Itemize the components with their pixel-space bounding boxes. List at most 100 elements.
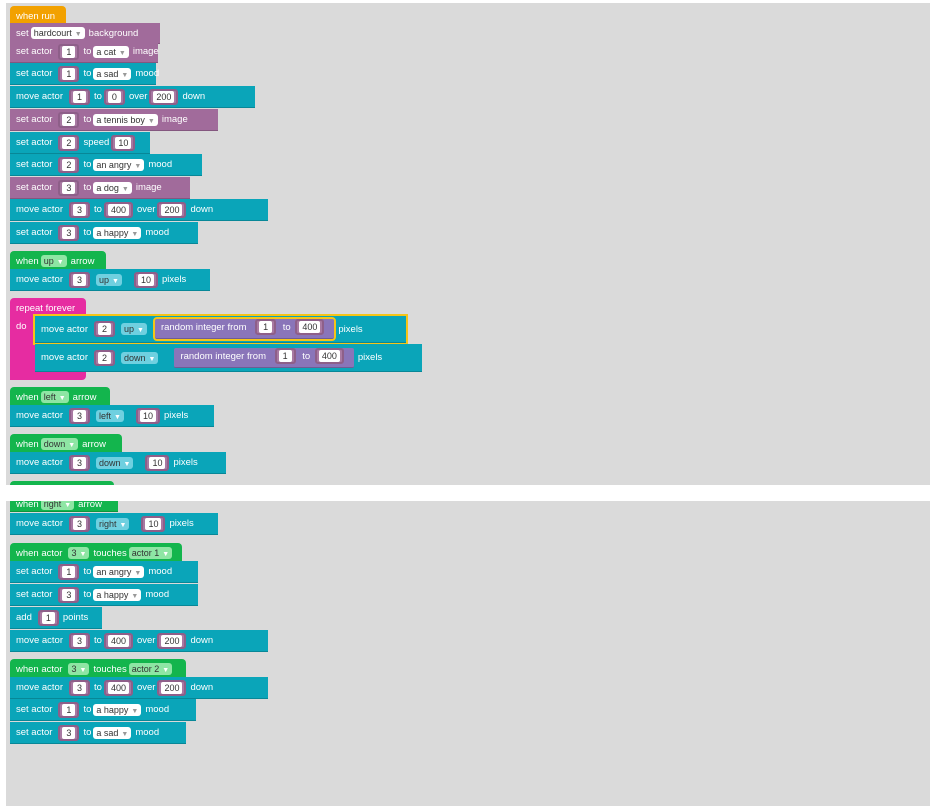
actor-number-input[interactable]: 2: [58, 156, 80, 173]
blocks-workspace-bottom[interactable]: when right▼ arrow move actor 3 right▼ 10…: [6, 501, 930, 806]
min-input[interactable]: 1: [274, 347, 296, 364]
actor-number-input[interactable]: 3: [69, 201, 90, 218]
set-actor-mood-block[interactable]: set actor 2 to an angry▼ mood: [10, 154, 202, 176]
set-actor-mood-block[interactable]: set actor 1 to a happy▼ mood: [10, 699, 196, 721]
set-background-block[interactable]: set hardcourt▼ background: [10, 23, 160, 44]
actor-number-input[interactable]: 3: [58, 179, 80, 196]
image-dropdown[interactable]: a cat▼: [93, 45, 129, 58]
actor-number-input[interactable]: 2: [94, 349, 115, 366]
move-actor-over-block[interactable]: move actor 3 to 400 over 200 down: [10, 677, 268, 699]
arrow-key-dropdown[interactable]: left▼: [40, 391, 69, 403]
actor-number-input[interactable]: 2: [58, 111, 80, 128]
when-arrow-event-block[interactable]: when right▼ arrow: [10, 501, 118, 512]
image-dropdown[interactable]: a dog▼: [93, 181, 132, 194]
pixels-input[interactable]: 10: [135, 407, 160, 424]
mood-dropdown[interactable]: a sad▼: [93, 67, 132, 80]
set-actor-mood-block[interactable]: set actor 3 to a happy▼ mood: [10, 222, 198, 244]
image-dropdown[interactable]: a tennis boy▼: [93, 113, 158, 126]
pixels-input[interactable]: 10: [145, 454, 170, 471]
mood-dropdown[interactable]: a sad▼: [93, 726, 132, 739]
actor-number-input[interactable]: 1: [58, 43, 80, 60]
set-actor-mood-block[interactable]: set actor 3 to a happy▼ mood: [10, 584, 198, 606]
actor-number-input[interactable]: 3: [58, 586, 80, 603]
pixels-input[interactable]: 10: [141, 515, 166, 532]
move-actor-pixels-block[interactable]: move actor 3 down▼ 10 pixels: [10, 452, 226, 474]
set-actor-mood-block[interactable]: set actor 3 to a sad▼ mood: [10, 722, 186, 744]
when-actor-touches-event-block[interactable]: when actor 3▼ touches actor 1▼: [10, 543, 182, 564]
arrow-key-dropdown[interactable]: right▼: [40, 501, 75, 510]
direction-dropdown[interactable]: down▼: [96, 456, 134, 469]
random-integer-block[interactable]: random integer from 1 to 400: [152, 317, 337, 341]
set-actor-mood-block[interactable]: set actor 1 to a sad▼ mood: [10, 63, 159, 85]
actor-number-input[interactable]: 1: [58, 65, 80, 82]
actor-number-input[interactable]: 3: [69, 454, 90, 471]
duration-input[interactable]: 200: [157, 201, 187, 218]
mood-dropdown[interactable]: a happy▼: [93, 588, 142, 601]
random-integer-block[interactable]: random integer from 1 to 400: [174, 347, 354, 368]
when-arrow-event-block[interactable]: when down▼ arrow: [10, 434, 122, 455]
target-position-input[interactable]: 400: [103, 632, 133, 649]
min-input[interactable]: 1: [255, 319, 277, 335]
target-actor-dropdown[interactable]: actor 1▼: [128, 547, 173, 559]
actor-dropdown[interactable]: 3▼: [68, 547, 90, 559]
target-actor-dropdown[interactable]: actor 2▼: [128, 663, 173, 675]
mood-dropdown[interactable]: a happy▼: [93, 226, 142, 239]
actor-number-input[interactable]: 3: [69, 515, 90, 532]
move-actor-over-block[interactable]: move actor 3 to 400 over 200 down: [10, 199, 268, 221]
when-arrow-event-block[interactable]: when up▼ arrow: [10, 251, 106, 272]
arrow-key-dropdown[interactable]: down▼: [40, 438, 79, 450]
add-points-block[interactable]: add 1 points: [10, 607, 102, 629]
actor-number-input[interactable]: 3: [69, 407, 90, 424]
duration-input[interactable]: 200: [157, 679, 187, 696]
duration-input[interactable]: 200: [149, 88, 179, 105]
blocks-workspace-top[interactable]: when run set hardcourt▼ background set a…: [6, 3, 930, 485]
direction-dropdown[interactable]: left▼: [96, 409, 124, 422]
actor-number-input[interactable]: 1: [69, 88, 90, 105]
actor-number-input[interactable]: 3: [69, 632, 90, 649]
move-actor-over-block[interactable]: move actor 3 to 400 over 200 down: [10, 630, 268, 652]
set-actor-image-block[interactable]: set actor 3 to a dog▼ image: [10, 177, 190, 199]
target-position-input[interactable]: 400: [103, 201, 133, 218]
max-input[interactable]: 400: [314, 347, 344, 364]
set-actor-image-block[interactable]: set actor 2 to a tennis boy▼ image: [10, 109, 218, 131]
target-position-input[interactable]: 400: [103, 679, 133, 696]
arrow-key-dropdown[interactable]: up▼: [40, 255, 67, 267]
points-input[interactable]: 1: [37, 609, 59, 626]
actor-number-input[interactable]: 2: [58, 134, 80, 151]
direction-dropdown[interactable]: down▼: [121, 351, 159, 364]
max-input[interactable]: 400: [295, 319, 325, 335]
when-actor-touches-event-block[interactable]: when actor 3▼ touches actor 2▼: [10, 659, 186, 680]
mood-dropdown[interactable]: an angry▼: [93, 158, 145, 171]
move-actor-pixels-block[interactable]: move actor 3 left▼ 10 pixels: [10, 405, 214, 427]
when-arrow-event-block[interactable]: when left▼ arrow: [10, 387, 110, 408]
mood-dropdown[interactable]: a happy▼: [93, 703, 142, 716]
repeat-forever-block[interactable]: repeat forever: [10, 298, 86, 319]
actor-number-input[interactable]: 3: [58, 224, 80, 241]
actor-number-input[interactable]: 3: [58, 724, 80, 741]
move-actor-pixels-block[interactable]: move actor 3 right▼ 10 pixels: [10, 513, 218, 535]
actor-number-input[interactable]: 1: [58, 563, 80, 580]
direction-dropdown[interactable]: right▼: [96, 517, 130, 530]
mood-dropdown[interactable]: an angry▼: [93, 565, 145, 578]
actor-number-input[interactable]: 2: [94, 321, 115, 337]
actor-number-input[interactable]: 1: [58, 701, 80, 718]
direction-dropdown[interactable]: up▼: [96, 273, 122, 286]
direction-dropdown[interactable]: up▼: [121, 323, 147, 335]
dropdown-value: right: [99, 518, 117, 529]
move-actor-random-block[interactable]: move actor 2 down▼ random integer from 1…: [35, 344, 422, 372]
block-label: to: [83, 182, 92, 193]
target-position-input[interactable]: 0: [103, 88, 125, 105]
move-actor-pixels-block[interactable]: move actor 3 up▼ 10 pixels: [10, 269, 210, 291]
set-actor-image-block[interactable]: set actor 1 to a cat▼ image: [10, 41, 159, 63]
duration-input[interactable]: 200: [157, 632, 187, 649]
move-actor-over-block[interactable]: move actor 1 to 0 over 200 down: [10, 86, 255, 108]
set-actor-mood-block[interactable]: set actor 1 to an angry▼ mood: [10, 561, 198, 583]
set-actor-speed-block[interactable]: set actor 2 speed 10: [10, 132, 150, 154]
actor-dropdown[interactable]: 3▼: [68, 663, 90, 675]
actor-number-input[interactable]: 3: [69, 679, 90, 696]
actor-number-input[interactable]: 3: [69, 271, 90, 288]
move-actor-random-block[interactable]: move actor 2 up▼ random integer from 1 t…: [33, 314, 408, 345]
background-dropdown[interactable]: hardcourt▼: [30, 27, 85, 39]
speed-input[interactable]: 10: [111, 134, 136, 151]
pixels-input[interactable]: 10: [133, 271, 158, 288]
